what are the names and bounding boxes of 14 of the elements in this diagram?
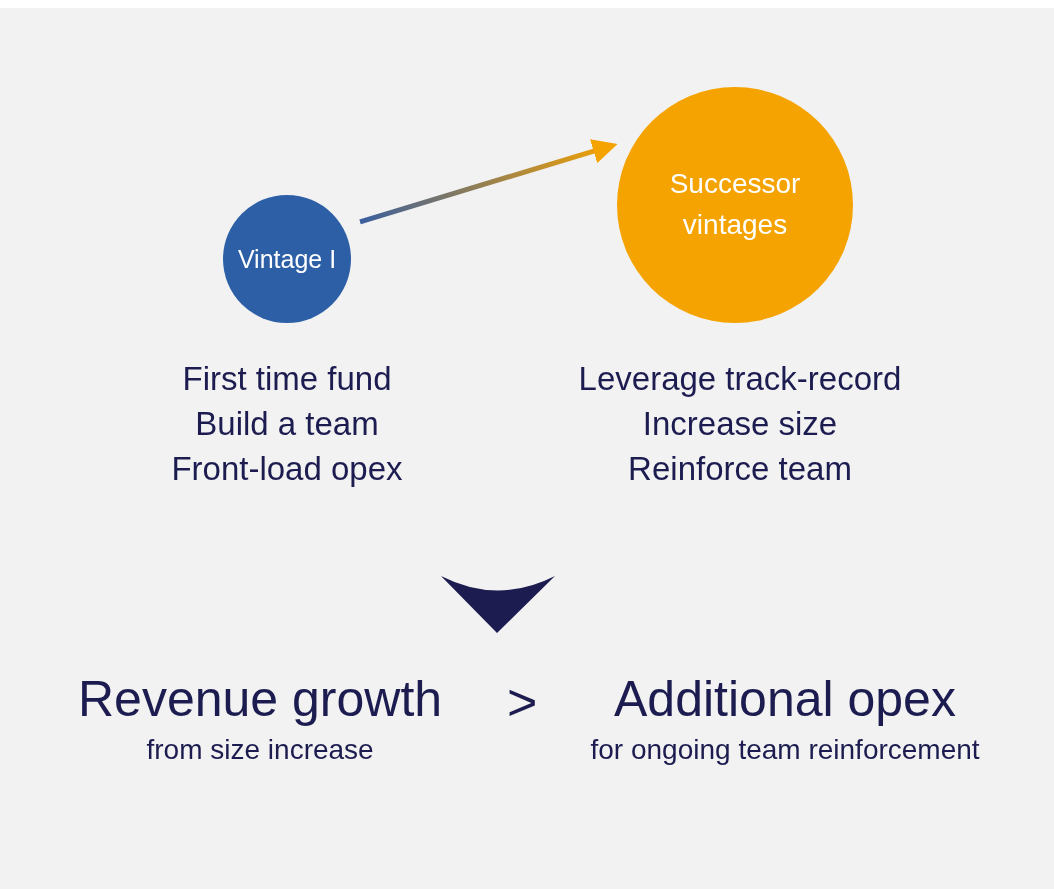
node-label: Vintage I: [237, 243, 337, 275]
heading-text: Additional opex: [614, 670, 956, 728]
node-label: Successor vintages: [668, 167, 802, 242]
arrow: [359, 139, 618, 225]
description-text: Front-load opex: [170, 449, 404, 489]
heading-text: Revenue growth: [78, 670, 443, 728]
subheading-text: from size increase: [146, 734, 374, 766]
description-text: Reinforce team: [627, 449, 853, 489]
description-text: Leverage track-record: [577, 359, 903, 399]
greater-than-sign: >: [507, 672, 538, 732]
subheading-text: for ongoing team reinforcement: [590, 734, 980, 766]
description-text: Increase size: [641, 404, 839, 444]
description-text: Build a team: [194, 404, 380, 444]
description-text: First time fund: [181, 359, 393, 399]
